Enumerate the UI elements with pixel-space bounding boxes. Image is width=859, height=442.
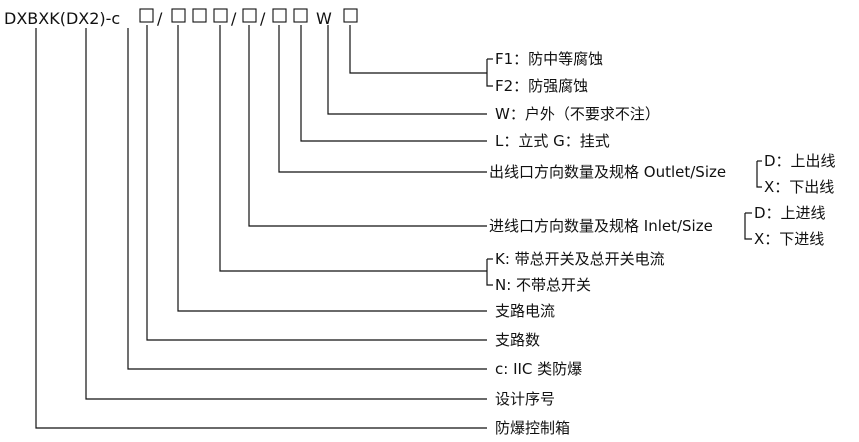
- box-inlet: [213, 8, 228, 23]
- explanation-labels: F1：防中等腐蚀 F2：防强腐蚀 W：户外（不要求不注） L：立式 G：挂式 出…: [489, 50, 836, 437]
- leader-branch-count: [146, 25, 487, 341]
- box-branch-count: [139, 8, 154, 23]
- leader-corrosion: [349, 25, 487, 74]
- label-install-type: L：立式 G：挂式: [495, 132, 610, 150]
- leader-inlet: [248, 25, 487, 227]
- leader-outdoor: [327, 25, 487, 115]
- label-iic: c: IIC 类防爆: [495, 360, 582, 378]
- label-n: N: 不带总开关: [495, 276, 591, 294]
- leader-product: [35, 28, 487, 429]
- leader-install-type: [300, 25, 487, 142]
- bracket-main-switch: [486, 259, 493, 286]
- box-outdoor: [293, 8, 308, 23]
- label-inlet-d: D：上进线: [754, 204, 826, 222]
- separator: /: [157, 9, 163, 28]
- label-outlet: 出线口方向数量及规格 Outlet/Size: [489, 163, 726, 181]
- box-branch-current: [171, 8, 186, 23]
- leader-outlet: [278, 25, 487, 173]
- leader-branch-current: [177, 25, 487, 312]
- label-design-no: 设计序号: [495, 390, 555, 408]
- label-inlet-x: X：下进线: [754, 230, 824, 248]
- leader-lines: [35, 25, 762, 429]
- label-branch-count: 支路数: [495, 331, 540, 349]
- label-f2: F2：防强腐蚀: [495, 77, 588, 95]
- box-install-type: [272, 8, 287, 23]
- label-branch-current: 支路电流: [495, 302, 555, 320]
- bracket-outlet: [756, 161, 762, 188]
- box-corrosion: [343, 8, 358, 23]
- leader-iic: [127, 28, 487, 370]
- box-outlet: [242, 8, 257, 23]
- label-outlet-d: D：上出线: [764, 152, 836, 170]
- bracket-inlet: [744, 213, 752, 240]
- model-prefix: DXBXK(DX2)-c: [4, 9, 120, 28]
- model-code: DXBXK(DX2)-c / / / W: [4, 8, 358, 28]
- label-f1: F1：防中等腐蚀: [495, 50, 603, 68]
- bracket-corrosion: [486, 59, 493, 87]
- box-main-switch: [192, 8, 207, 23]
- leader-design-no: [85, 28, 487, 400]
- outdoor-letter: W: [316, 9, 332, 28]
- separator: /: [260, 9, 266, 28]
- label-product: 防爆控制箱: [495, 419, 570, 437]
- label-outlet-x: X：下出线: [764, 178, 834, 196]
- separator: /: [231, 9, 237, 28]
- label-outdoor: W：户外（不要求不注）: [495, 105, 660, 123]
- label-inlet: 进线口方向数量及规格 Inlet/Size: [489, 217, 713, 235]
- leader-main-switch: [219, 25, 487, 272]
- label-k: K: 带总开关及总开关电流: [495, 250, 665, 268]
